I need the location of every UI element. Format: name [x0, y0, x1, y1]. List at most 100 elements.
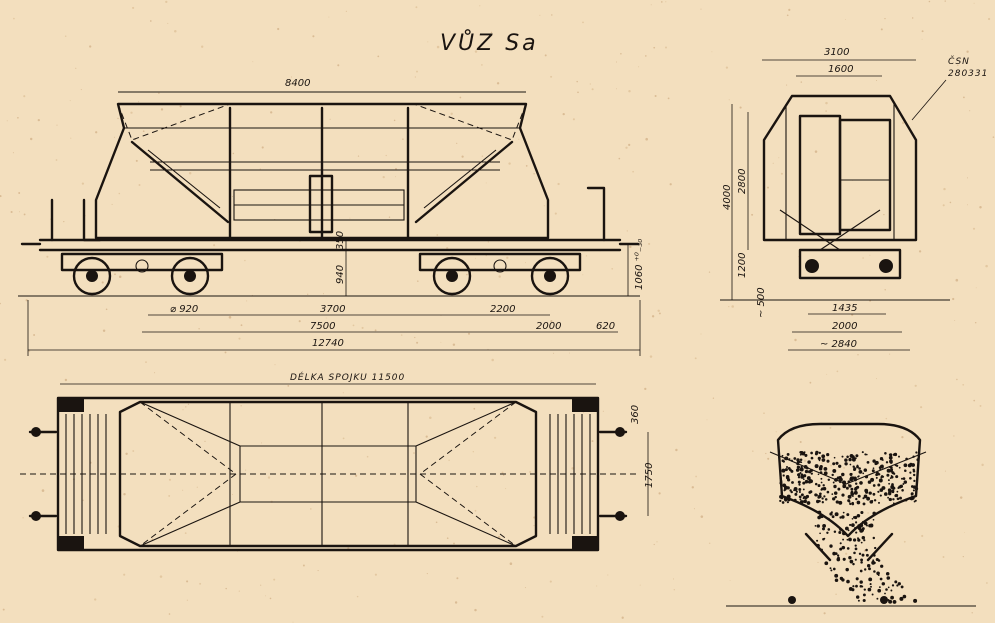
grain-dot	[848, 484, 852, 488]
grain-dot	[799, 471, 802, 475]
paper-speck	[607, 574, 609, 576]
grain-dot	[863, 494, 868, 499]
paper-speck	[632, 170, 634, 173]
grain-dot	[838, 531, 842, 534]
grain-dot	[902, 477, 906, 480]
grain-dot	[852, 495, 854, 498]
grain-dot	[894, 493, 899, 498]
paper-speck	[884, 17, 886, 20]
paper-speck	[800, 81, 803, 83]
paper-speck	[788, 8, 791, 11]
grain-dot	[836, 554, 840, 557]
paper-speck	[889, 353, 891, 355]
grain-dot	[879, 494, 882, 497]
paper-speck	[569, 352, 570, 354]
grain-dot	[854, 547, 858, 551]
grain-dot	[784, 468, 788, 472]
paper-speck	[414, 336, 416, 339]
dim-620: 620	[596, 321, 615, 332]
grain-dot	[795, 490, 798, 493]
grain-dot	[873, 499, 877, 502]
paper-speck	[582, 21, 584, 24]
paper-speck	[986, 582, 988, 584]
drawing-title: VŮZ Sa	[440, 29, 539, 56]
paper-speck	[972, 227, 976, 230]
dim-2000: 2000	[536, 321, 561, 332]
dim-wheel: ⌀ 920	[170, 304, 198, 315]
grain-dot	[863, 539, 866, 542]
grain-dot	[880, 564, 884, 568]
grain-dot	[821, 527, 826, 531]
paper-speck	[481, 155, 484, 157]
grain-dot	[872, 536, 876, 540]
grain-dot	[799, 498, 802, 501]
paper-speck	[105, 308, 108, 311]
paper-speck	[168, 613, 171, 615]
grain-dot	[839, 528, 842, 531]
paper-speck	[901, 121, 905, 125]
grain-dot	[889, 466, 893, 469]
grain-dot	[854, 527, 857, 530]
grain-dot	[841, 455, 844, 458]
paper-speck	[725, 66, 729, 69]
grain-dot	[890, 475, 894, 479]
paper-speck	[17, 116, 19, 119]
grain-dot	[854, 558, 857, 561]
paper-speck	[132, 450, 135, 452]
grain-dot	[899, 496, 902, 500]
paper-speck	[132, 6, 135, 9]
grain-dot	[803, 451, 806, 453]
paper-speck	[325, 317, 327, 319]
paper-speck	[356, 595, 359, 598]
grain-dot	[892, 453, 896, 456]
paper-speck	[446, 537, 449, 539]
grain-dot	[835, 461, 839, 465]
paper-speck	[633, 407, 635, 409]
grain-dot	[841, 493, 845, 497]
end-view: 3100 1600 ČSN 280331 4000 2800 1200 ~ 50…	[720, 47, 987, 351]
grain-dot	[912, 473, 916, 477]
grain-dot	[821, 487, 824, 491]
paper-speck	[81, 182, 85, 185]
paper-speck	[543, 205, 545, 207]
grain-dot	[888, 482, 891, 485]
grain-dot	[872, 492, 876, 496]
grain-dot	[832, 468, 837, 473]
unloading-section	[726, 422, 976, 607]
grain-dot	[798, 483, 801, 486]
grain-dot	[884, 492, 888, 496]
grain-dot	[802, 481, 806, 485]
grain-dot	[912, 455, 915, 458]
grain-dot	[827, 528, 831, 531]
grain-dot	[867, 587, 872, 592]
paper-speck	[867, 512, 869, 514]
grain-dot	[913, 479, 916, 483]
grain-dot	[781, 468, 786, 473]
paper-speck	[844, 18, 846, 20]
grain-dot	[856, 485, 860, 489]
grain-dot	[872, 559, 875, 562]
grain-dot	[856, 595, 860, 599]
grain-dot	[779, 481, 783, 485]
grain-dot	[806, 501, 811, 505]
paper-speck	[416, 70, 418, 73]
paper-speck	[956, 64, 959, 67]
paper-speck	[625, 146, 628, 149]
grain-dot	[822, 524, 826, 528]
dim-2800: 2800	[737, 169, 748, 194]
paper-speck	[591, 440, 594, 443]
grain-dot	[789, 468, 792, 472]
paper-speck	[63, 220, 65, 223]
paper-speck	[165, 0, 168, 4]
paper-speck	[70, 137, 72, 139]
paper-speck	[461, 155, 464, 158]
dim-1200: 1200	[737, 253, 748, 278]
grain-dot	[782, 483, 787, 488]
paper-speck	[151, 538, 154, 540]
paper-speck	[791, 457, 793, 459]
grain-dot	[867, 480, 872, 484]
grain-dot	[889, 459, 893, 464]
grain-dot	[857, 494, 861, 498]
dim-bogie: 2200	[490, 304, 515, 315]
grain-dot	[882, 475, 885, 478]
